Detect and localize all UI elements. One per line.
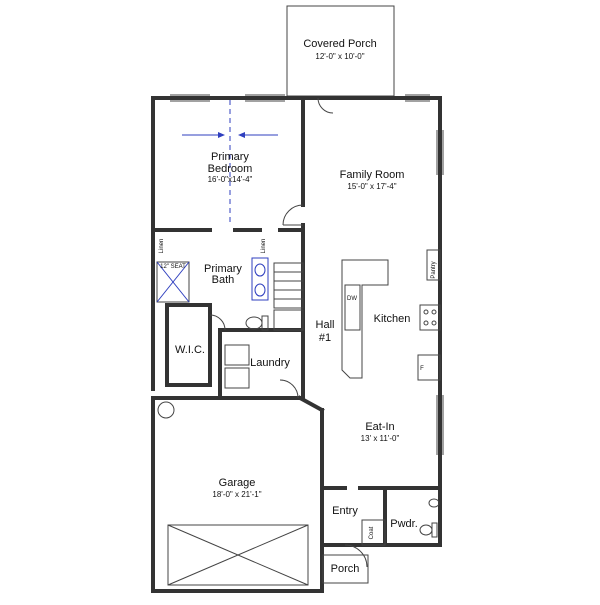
pantry-label: Pantry	[431, 261, 437, 278]
bath-fixtures	[156, 257, 440, 538]
linen-label-right: Linen	[261, 239, 267, 254]
hall-name-2: #1	[319, 332, 331, 344]
ceiling-markers	[182, 100, 278, 225]
covered-porch-outline	[286, 5, 395, 97]
porch-name: Porch	[331, 563, 360, 575]
primary-bath-name-2: Bath	[212, 274, 235, 286]
shower-seat-label: 12" SEAT	[160, 264, 186, 270]
entry-name: Entry	[332, 505, 358, 517]
dw-label: DW	[347, 296, 357, 302]
eat-in-name: Eat-In	[365, 421, 394, 433]
kitchen-fixtures	[341, 249, 441, 381]
garage-name: Garage	[219, 477, 256, 489]
hall-name-1: Hall	[316, 319, 335, 331]
primary-bath-name-1: Primary	[204, 263, 242, 275]
stairs	[273, 262, 304, 331]
kitchen-name: Kitchen	[374, 313, 411, 325]
family-room-dims: 15'-0" x 17'-4"	[347, 182, 396, 191]
covered-porch-name: Covered Porch	[303, 38, 376, 50]
primary-bedroom-name-1: Primary	[211, 151, 249, 163]
garage-dims: 18'-0" x 21'-1"	[212, 490, 261, 499]
laundry-name: Laundry	[250, 357, 290, 369]
primary-bedroom-name-2: Bedroom	[208, 163, 253, 175]
coat-label: Coat	[369, 526, 375, 539]
wic-name: W.I.C.	[175, 344, 205, 356]
linen-label-left: Linen	[159, 239, 165, 254]
laundry-machines	[224, 344, 250, 389]
covered-porch-dims: 12'-0" x 10'-0"	[315, 52, 364, 61]
family-room-name: Family Room	[340, 169, 405, 181]
garage-details	[157, 401, 309, 586]
entry-porch	[322, 519, 386, 584]
eat-in-dims: 13' x 11'-0"	[361, 434, 400, 443]
windows	[170, 94, 444, 455]
powder-name: Pwdr.	[390, 518, 418, 530]
refrigerator-label: F	[420, 366, 424, 372]
primary-bedroom-dims: 16'-0"x14'-4"	[208, 175, 253, 184]
door-swings	[209, 97, 368, 568]
